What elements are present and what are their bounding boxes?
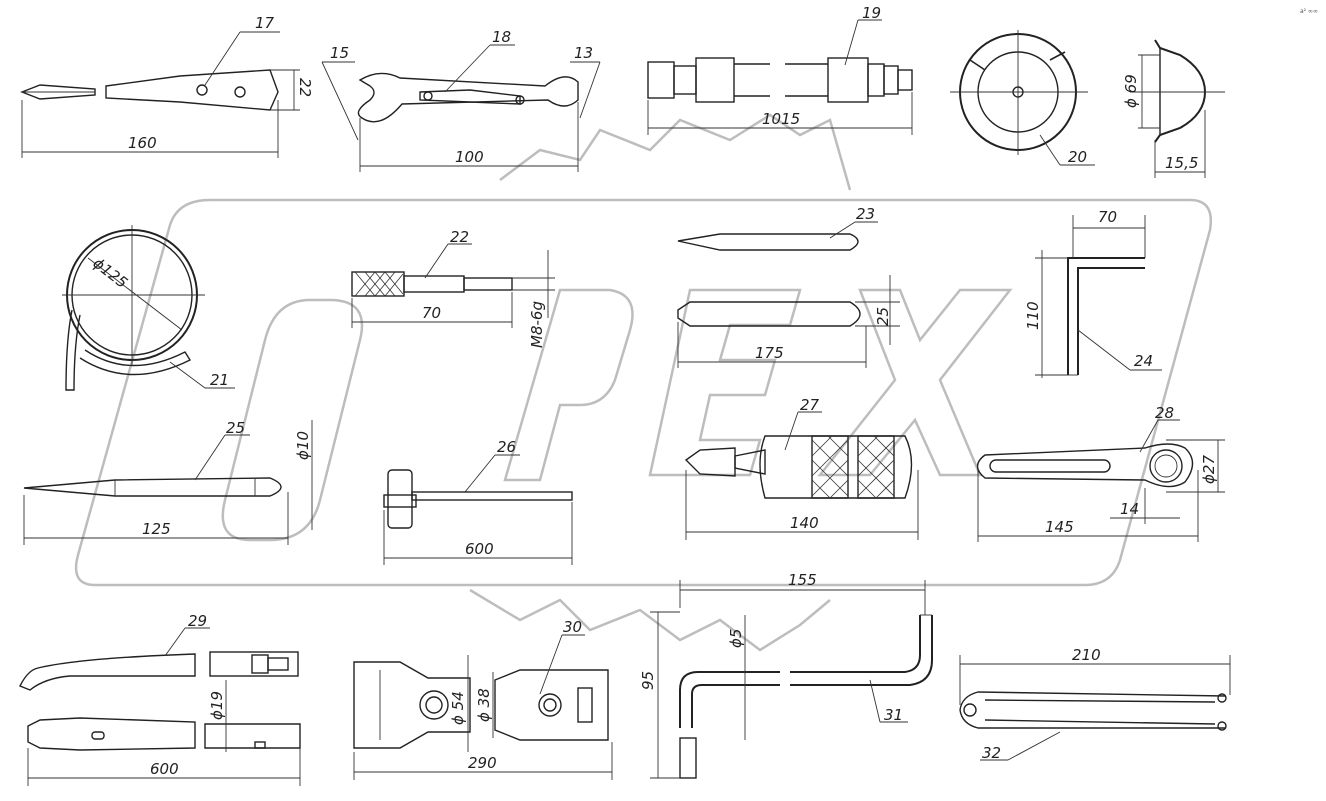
part-21-band: ϕ125 21 [62, 225, 235, 391]
dim-29-diameter: ϕ19 [208, 691, 226, 720]
callout-25: 25 [226, 419, 245, 437]
callout-23: 23 [856, 205, 875, 223]
dim-26-length: 600 [465, 540, 494, 558]
dim-17-height: 22 [296, 78, 314, 97]
part-31-hooked-bar: 31 155 95 ϕ5 [639, 571, 933, 779]
dim-27-length: 140 [790, 514, 819, 532]
callout-18: 18 [492, 28, 511, 46]
callout-32: 32 [982, 744, 1001, 762]
callout-22: 22 [450, 228, 469, 246]
dim-32-length: 210 [1072, 646, 1101, 664]
callout-27: 27 [800, 396, 820, 414]
part-25-punch: 25 125 ϕ10 [23, 419, 313, 545]
part-32-pin-spanner: 32 210 [959, 646, 1231, 762]
part-29-pry-bar: 29 ϕ19 600 [19, 612, 301, 786]
dim-31-diameter: ϕ5 [727, 629, 745, 648]
dim-25-length: 125 [142, 520, 171, 538]
callout-20: 20 [1068, 148, 1087, 166]
dim-18-length: 100 [455, 148, 484, 166]
dim-20-depth: 15,5 [1165, 154, 1198, 172]
dim-31-height: 95 [639, 671, 657, 690]
callout-17: 17 [255, 14, 275, 32]
dim-28-length: 145 [1045, 518, 1074, 536]
callout-30: 30 [563, 618, 582, 636]
dim-20-diameter: ϕ 69 [1122, 74, 1140, 108]
dim-18-jaw-a: 15 [330, 44, 349, 62]
part-28-ring-spanner: 28 ϕ27 145 14 [976, 404, 1225, 542]
dim-30-d2: ϕ 38 [475, 688, 493, 722]
dim-19-length: 1015 [762, 110, 800, 128]
callout-21: 21 [210, 371, 229, 389]
callout-31: 31 [884, 706, 903, 724]
part-24-l-key: 70 110 24 [1024, 208, 1162, 378]
dim-29-length: 600 [150, 760, 179, 778]
part-18-wrench: 18 15 13 100 [321, 28, 601, 172]
dim-23-length: 175 [755, 344, 784, 362]
dim-30-d1: ϕ 54 [449, 691, 467, 725]
dim-28-offset: 14 [1120, 500, 1139, 518]
part-26-t-handle: 26 600 [383, 438, 573, 565]
part-30-box-spanner: 30 ϕ 54 ϕ 38 290 [353, 618, 613, 780]
dim-25-diameter: ϕ10 [294, 431, 312, 460]
dim-30-length: 290 [468, 754, 497, 772]
opex-watermark [74, 113, 1213, 652]
corner-mark: a² ∞∞ [1300, 8, 1318, 15]
callout-24: 24 [1134, 352, 1153, 370]
dim-28-diameter: ϕ27 [1200, 455, 1218, 484]
callout-19: 19 [862, 4, 881, 22]
part-22-pin: 22 70 M8-6g [351, 228, 555, 348]
dim-22-thread: M8-6g [528, 301, 546, 348]
dim-17-length: 160 [128, 134, 157, 152]
part-17-screwdriver: 17 160 22 [20, 14, 314, 158]
dim-24-width: 70 [1098, 208, 1117, 226]
part-27-driver-handle: 27 140 [684, 396, 919, 540]
dim-22-length: 70 [422, 304, 441, 322]
dim-24-height: 110 [1024, 301, 1042, 330]
callout-29: 29 [188, 612, 207, 630]
dim-18-jaw-b: 13 [574, 44, 593, 62]
dim-23-height: 25 [874, 307, 892, 326]
callout-28: 28 [1155, 404, 1174, 422]
callout-26: 26 [497, 438, 516, 456]
dim-31-length: 155 [788, 571, 817, 589]
part-20-ring-cap: 20 ϕ 69 15,5 [950, 30, 1225, 178]
part-23-drifts: 23 175 25 [677, 205, 900, 368]
part-19-extension: 19 1015 [647, 4, 913, 135]
